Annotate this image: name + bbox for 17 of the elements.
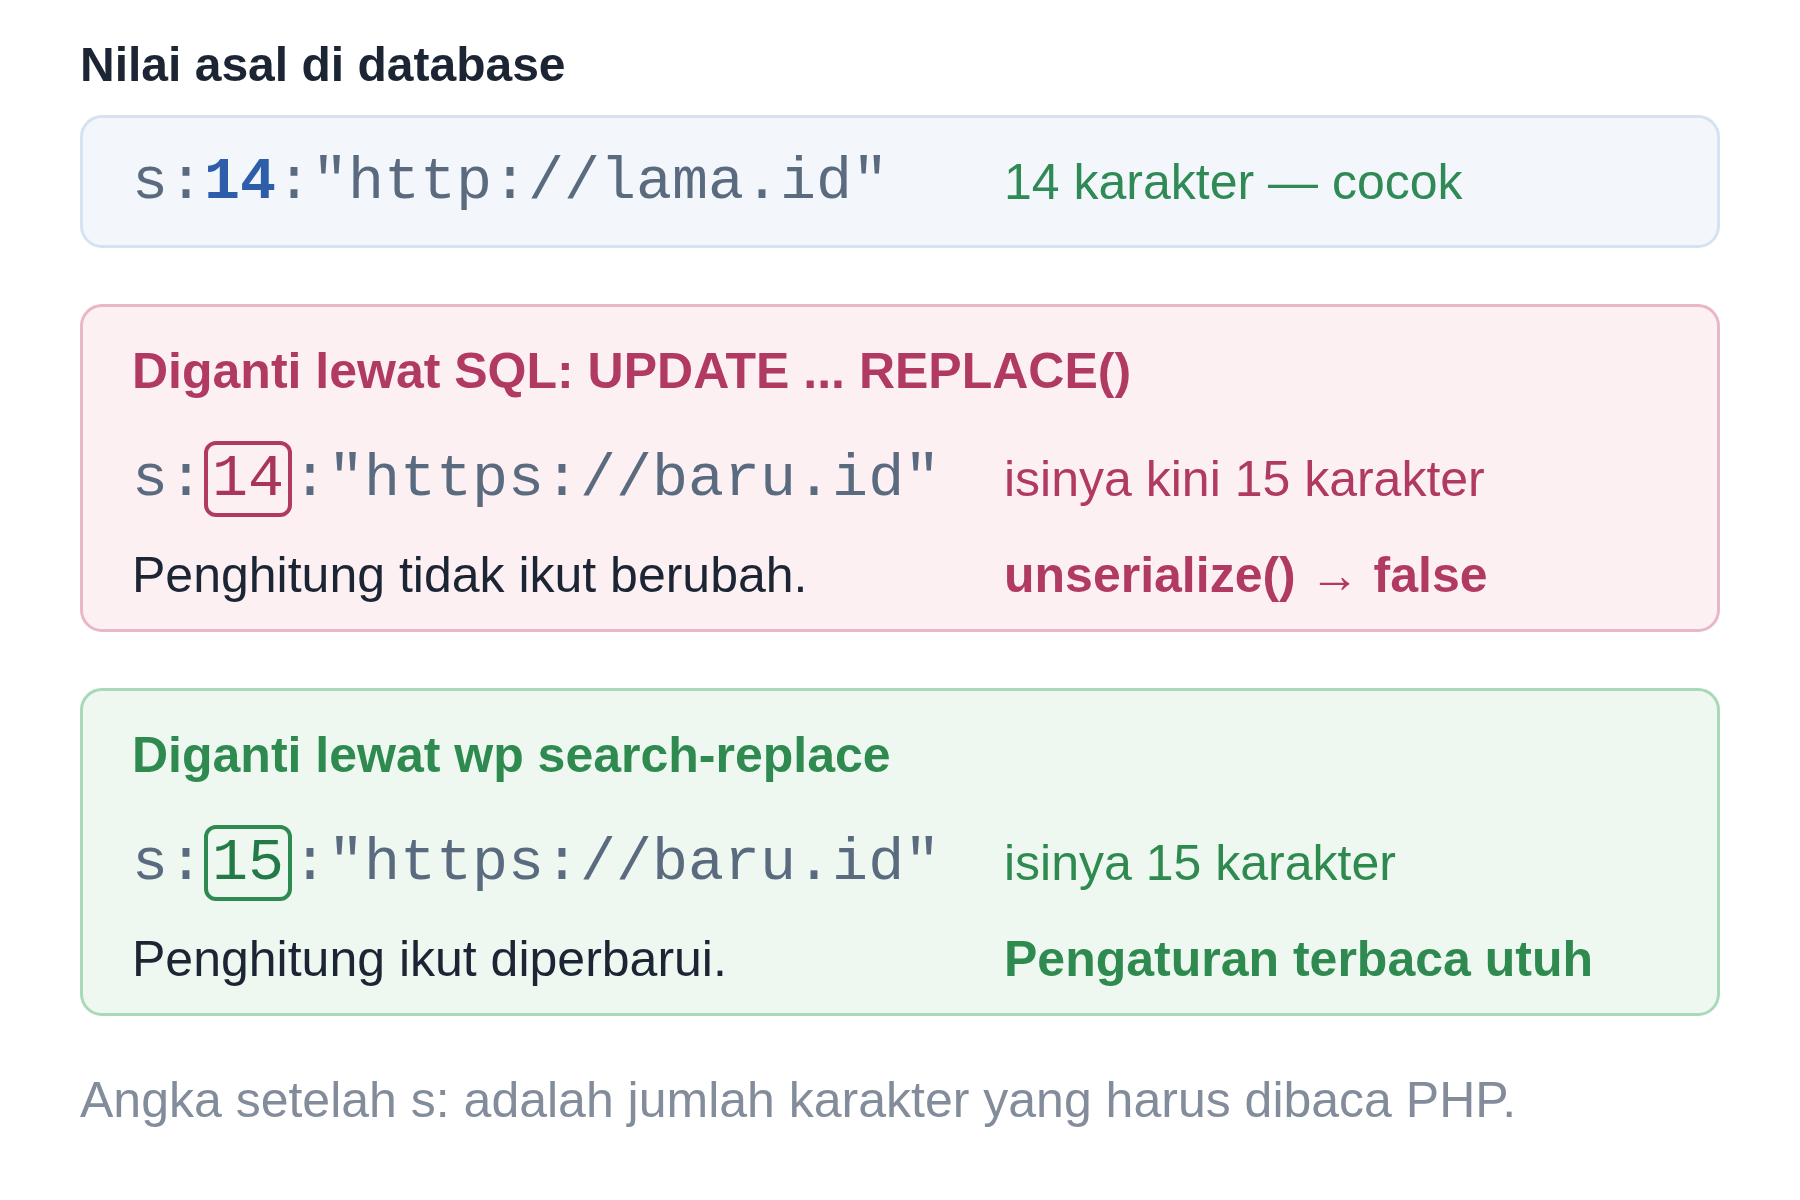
code-line: s:14:"https://baru.id" (132, 443, 941, 515)
status-text: isinya 15 karakter (1004, 834, 1396, 893)
success-panel (80, 688, 1720, 1016)
error-panel (80, 304, 1720, 632)
result-text: Pengaturan terbaca utuh (1004, 930, 1593, 989)
info-panel (80, 115, 1720, 248)
note-text: Penghitung ikut diperbarui. (132, 930, 727, 989)
panel-heading: Diganti lewat SQL: UPDATE ... REPLACE() (132, 342, 1132, 401)
code-line: s:15:"https://baru.id" (132, 827, 941, 899)
caption: Angka setelah s: adalah jumlah karakter yang harus dibaca PHP. (80, 1071, 1517, 1130)
result-text: unserialize() → false (1004, 546, 1488, 605)
note-text: Penghitung tidak ikut berubah. (132, 546, 808, 605)
status-text: isinya kini 15 karakter (1004, 450, 1485, 509)
code-line: s:14:"http://lama.id" (132, 147, 889, 218)
status-text: 14 karakter — cocok (1004, 153, 1463, 212)
panel-heading: Diganti lewat wp search-replace (132, 726, 891, 785)
title: Nilai asal di database (80, 37, 566, 93)
